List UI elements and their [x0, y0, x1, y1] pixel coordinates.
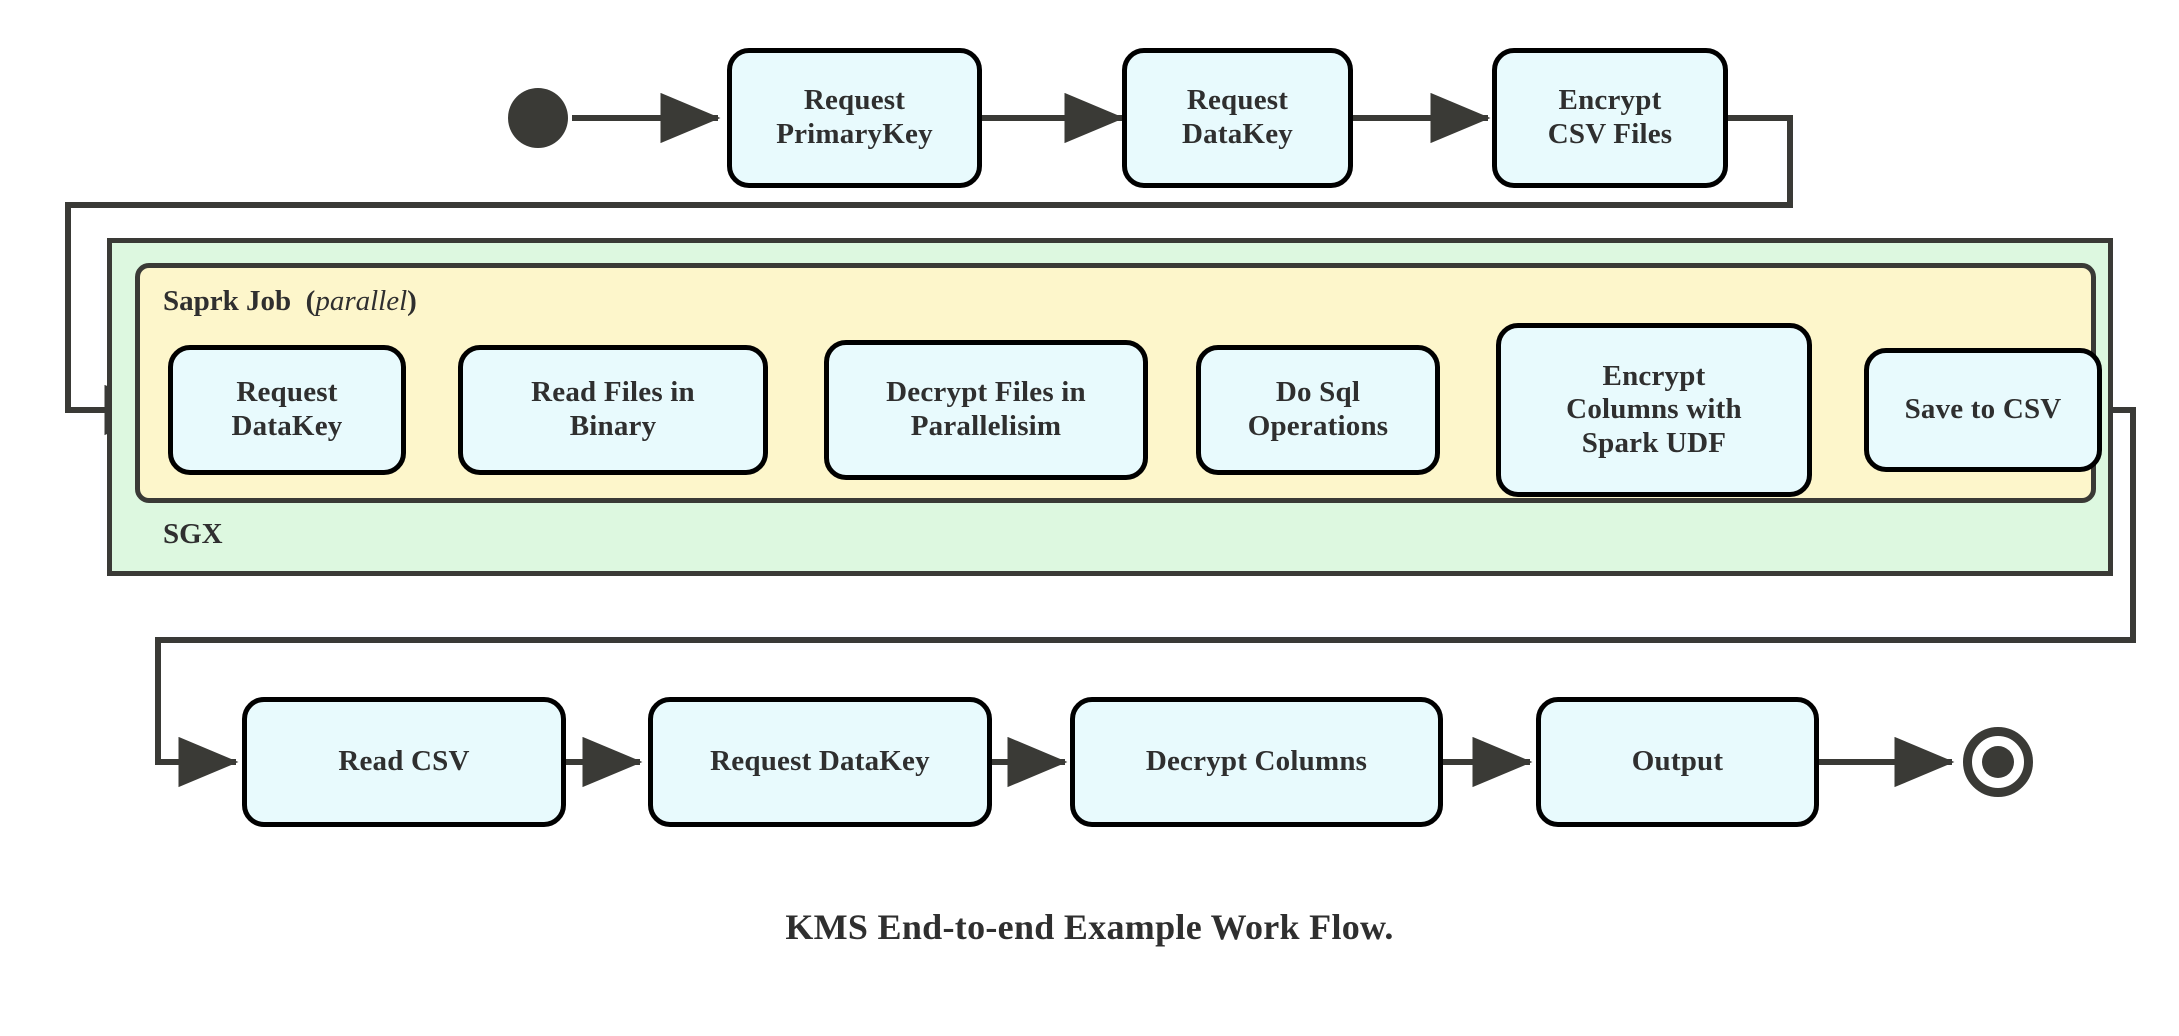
node-line: Request DataKey	[710, 745, 930, 778]
node-request-datakey-bottom-label: Request DataKey	[694, 745, 946, 779]
node-decrypt-columns-label: Decrypt Columns	[1130, 745, 1383, 779]
node-line: Spark UDF	[1581, 426, 1727, 459]
node-line: Request	[803, 84, 906, 117]
group-spark-job-label: Saprk Job (parallel)	[163, 285, 417, 317]
node-line: Operations	[1247, 410, 1389, 442]
node-save-to-csv-label: Save to CSV	[1889, 393, 2078, 427]
group-spark-job-title: Saprk Job	[163, 285, 292, 317]
node-read-csv-label: Read CSV	[322, 745, 485, 779]
node-line: Save to CSV	[1904, 393, 2062, 426]
node-read-csv[interactable]: Read CSV	[242, 697, 566, 827]
initial-state-node	[508, 88, 568, 148]
edge-encrypt-csv-to-spark-request-datakey	[65, 115, 1793, 436]
node-line: Encrypt	[1602, 359, 1706, 392]
node-line: Read Files in	[531, 376, 695, 409]
node-line: Decrypt Files in	[886, 376, 1086, 409]
node-line: PrimaryKey	[776, 118, 933, 150]
group-sgx-title: SGX	[163, 518, 223, 550]
node-line: Request	[236, 376, 338, 409]
node-line: Request	[1186, 84, 1289, 117]
node-request-datakey-bottom[interactable]: Request DataKey	[648, 697, 992, 827]
diagram-caption: KMS End-to-end Example Work Flow.	[785, 907, 1394, 947]
group-sgx-label: SGX	[163, 518, 223, 551]
group-spark-job-modifier: parallel	[315, 285, 408, 317]
node-line: CSV Files	[1547, 118, 1673, 150]
node-output-label: Output	[1616, 745, 1739, 779]
node-line: Parallelisim	[910, 410, 1062, 442]
final-state-inner-dot	[1982, 746, 2014, 778]
node-save-to-csv[interactable]: Save to CSV	[1864, 348, 2102, 472]
node-decrypt-columns[interactable]: Decrypt Columns	[1070, 697, 1443, 827]
node-line: Do Sql	[1275, 376, 1361, 409]
edge-save-csv-to-read-csv	[155, 407, 2136, 788]
node-line: Decrypt Columns	[1145, 745, 1368, 778]
node-output[interactable]: Output	[1536, 697, 1819, 827]
node-line: Read CSV	[338, 745, 470, 778]
node-line: DataKey	[231, 410, 343, 442]
node-line: DataKey	[1182, 118, 1293, 150]
node-line: Columns with	[1566, 393, 1742, 426]
node-line: Output	[1631, 745, 1724, 778]
node-line: Binary	[569, 410, 657, 442]
node-line: Encrypt	[1558, 84, 1662, 117]
